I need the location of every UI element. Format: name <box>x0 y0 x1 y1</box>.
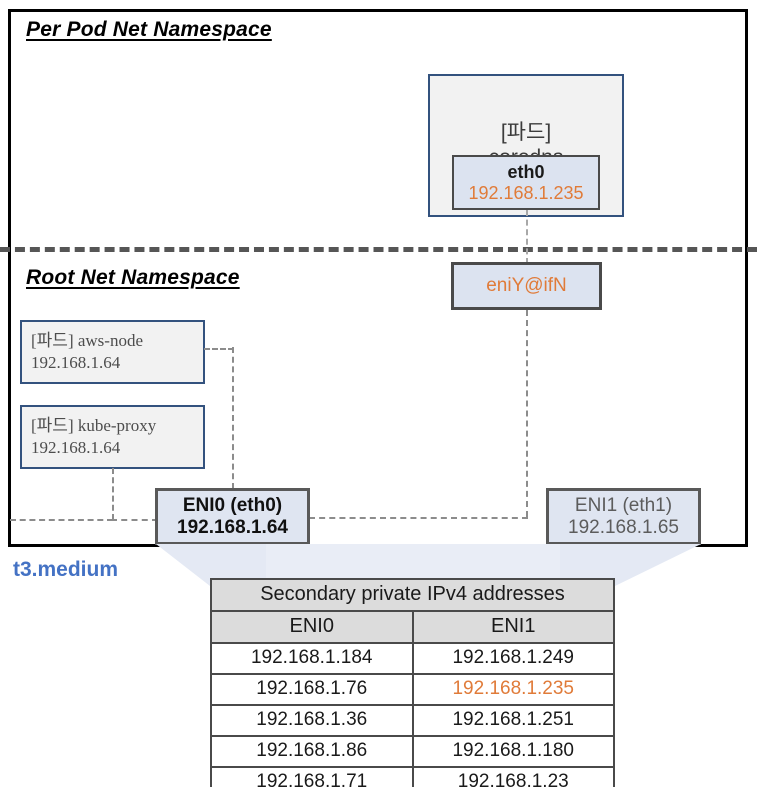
veth-eniy-ifn-label: eniY@ifN <box>486 275 567 296</box>
coredns-eth0-interface-box[interactable]: eth0 192.168.1.235 <box>452 155 600 210</box>
table-cell-eni0-ip: 192.168.1.76 <box>210 673 414 706</box>
eni1-ip: 192.168.1.65 <box>568 516 679 538</box>
kube-proxy-pod-label: [파드] kube-proxy <box>31 415 157 435</box>
namespace-divider-line <box>0 247 757 252</box>
aws-node-pod-box[interactable]: [파드] aws-node 192.168.1.64 <box>20 320 205 384</box>
connector-kubeproxy-to-eni0-horizontal <box>111 519 158 521</box>
aws-node-pod-ip: 192.168.1.64 <box>31 353 121 372</box>
instance-type-label: t3.medium <box>13 558 119 581</box>
connector-kubeproxy-vertical <box>112 468 114 520</box>
veth-eniy-ifn-box[interactable]: eniY@ifN <box>451 262 602 310</box>
eni1-label: ENI1 (eth1) <box>574 494 673 516</box>
table-cell-eni0-ip: 192.168.1.184 <box>210 642 414 675</box>
eni0-label: ENI0 (eth0) <box>182 494 283 516</box>
table-cell-eni1-ip: 192.168.1.180 <box>411 735 615 768</box>
connector-awsnode-vertical <box>232 347 234 489</box>
table-title-row: Secondary private IPv4 addresses <box>210 578 615 612</box>
kube-proxy-pod-ip: 192.168.1.64 <box>31 438 121 457</box>
table-cell-eni1-ip: 192.168.1.249 <box>411 642 615 675</box>
table-cell-eni1-ip: 192.168.1.23 <box>411 766 615 787</box>
connector-frame-left-stub <box>10 519 113 521</box>
connector-veth-to-eni0-horizontal <box>309 517 528 519</box>
secondary-private-ipv4-table: Secondary private IPv4 addresses ENI0 EN… <box>210 578 615 787</box>
table-cell-eni0-ip: 192.168.1.86 <box>210 735 414 768</box>
connector-awsnode-horizontal <box>204 348 234 350</box>
table-cell-eni0-ip: 192.168.1.36 <box>210 704 414 737</box>
table-title: Secondary private IPv4 addresses <box>210 578 615 612</box>
root-net-namespace-title: Root Net Namespace <box>26 266 240 289</box>
per-pod-net-namespace-title: Per Pod Net Namespace <box>26 18 272 41</box>
table-header-row: ENI0 ENI1 <box>210 610 615 644</box>
coredns-eth0-ip: 192.168.1.235 <box>468 182 584 203</box>
kube-proxy-pod-box[interactable]: [파드] kube-proxy 192.168.1.64 <box>20 405 205 469</box>
connector-eth0-to-veth <box>526 210 528 264</box>
table-col-header-eni1: ENI1 <box>411 610 615 644</box>
coredns-eth0-name: eth0 <box>507 162 545 183</box>
connector-veth-vertical <box>526 310 528 517</box>
eni0-box[interactable]: ENI0 (eth0) 192.168.1.64 <box>155 488 310 545</box>
eni0-ip: 192.168.1.64 <box>177 516 288 538</box>
eni1-box[interactable]: ENI1 (eth1) 192.168.1.65 <box>546 488 701 545</box>
table-col-header-eni0: ENI0 <box>210 610 414 644</box>
table-cell-eni0-ip: 192.168.1.71 <box>210 766 414 787</box>
table-cell-eni1-ip: 192.168.1.251 <box>411 704 615 737</box>
coredns-pod-bracket-label: [파드] <box>500 120 552 144</box>
table-cell-eni1-ip: 192.168.1.235 <box>411 673 615 706</box>
aws-node-pod-label: [파드] aws-node <box>31 330 143 350</box>
